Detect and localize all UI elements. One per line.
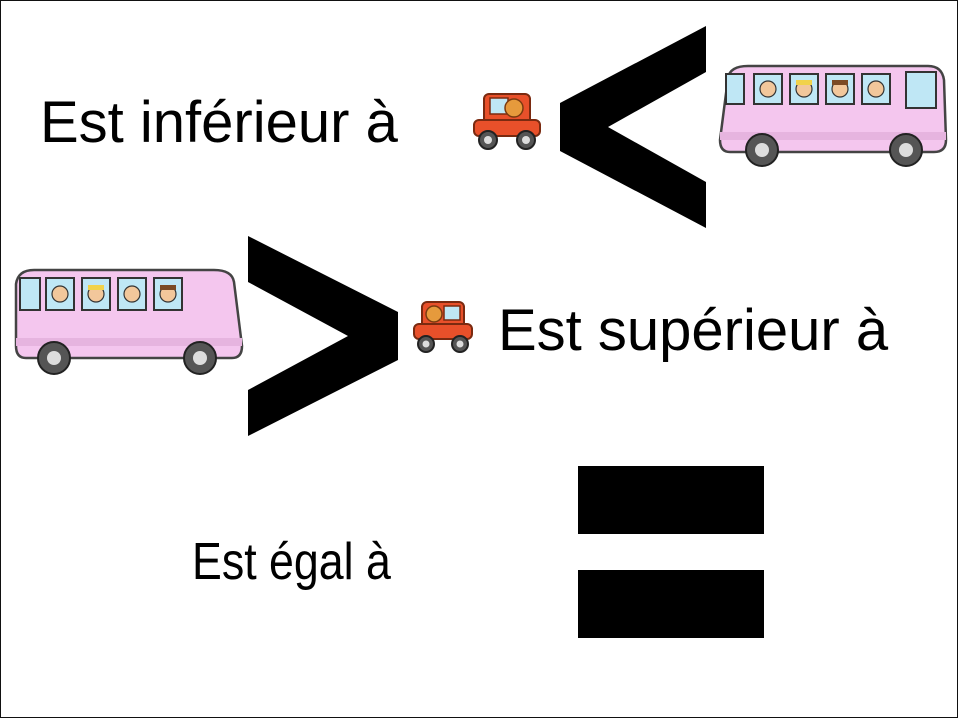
small-car-icon [413,301,473,353]
equal-symbol-top-bar [578,466,764,534]
less-than-label: Est inférieur à [40,90,398,155]
bus-with-passengers-icon [14,268,244,375]
bus-with-passengers-icon [718,64,948,167]
small-car-icon [473,93,541,150]
equal-label: Est égal à [192,533,391,591]
greater-than-symbol [248,236,398,436]
equal-symbol-bottom-bar [578,570,764,638]
less-than-symbol [560,26,706,228]
greater-than-label: Est supérieur à [498,298,889,363]
